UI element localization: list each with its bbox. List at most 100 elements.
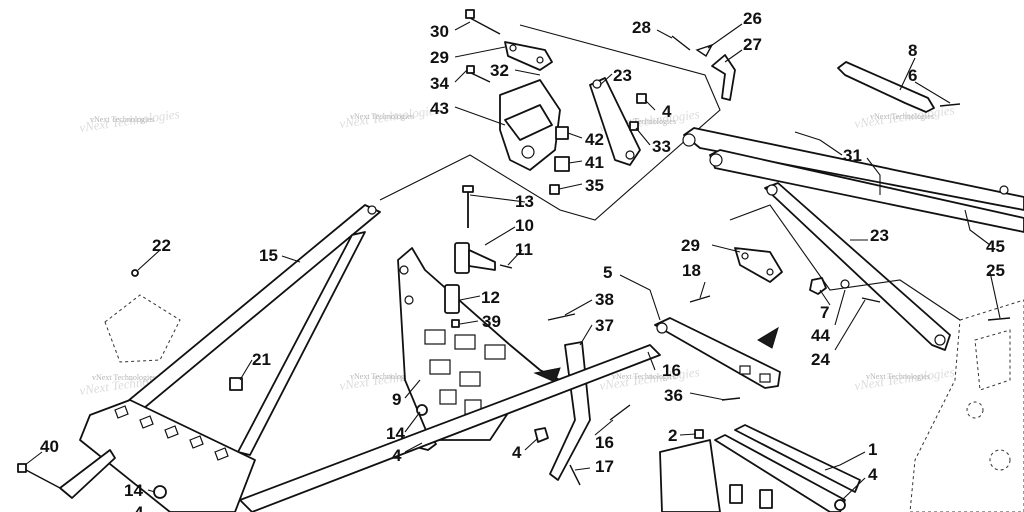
bracket-8 [837,61,935,113]
arm-hole [766,184,778,196]
bolt-25 [987,317,1011,321]
chassis-cutout [974,329,1011,391]
tie-rod-group [682,61,1024,351]
leader [599,73,613,86]
leader [711,244,741,253]
callout-8: 8 [908,41,917,60]
bolt-30-shank [469,17,501,35]
plate-hole [766,268,774,276]
chassis-hole [966,401,984,419]
plate-window [439,389,457,405]
group-outline [379,24,721,221]
callout-10: 10 [515,216,534,235]
bolt-34 [466,65,475,74]
callout-38: 38 [595,290,614,309]
rod-end [999,185,1009,195]
leader [647,351,656,371]
watermark-text: vNext Technologies [870,112,934,121]
plate-window [429,359,451,375]
callout-16b: 16 [595,433,614,452]
bolt-40 [17,463,27,473]
plate-hole [741,252,749,260]
callout-5: 5 [603,263,612,282]
watermark-text: vNext Technologies [350,372,414,381]
callouts: 30 29 32 34 43 28 26 27 23 4 42 33 41 35… [40,9,1005,512]
leader [454,106,506,126]
callout-35: 35 [585,176,604,195]
watermark-text: vNext Technologies [90,115,154,124]
leader [619,274,661,321]
rod-end [682,133,696,147]
leader [469,194,526,203]
bracket-bore [521,145,535,159]
callout-6: 6 [908,66,917,85]
front-frame [17,204,381,512]
crank-slot [739,365,751,375]
lower-gusset [79,399,256,512]
watermark-text: vNext Technologies [92,373,156,382]
callout-9: 9 [392,390,401,409]
nut-4-top [636,93,647,104]
arm-hole [625,150,635,160]
bushing-10 [454,242,470,274]
leader [239,359,253,381]
spacer-41 [554,156,570,172]
callout-30: 30 [430,22,449,41]
plate-hole [404,295,414,305]
nut-42 [555,126,569,140]
plate-hole [399,265,409,275]
bolt-34-shank [470,72,491,83]
leader [404,442,423,453]
leader [147,489,156,493]
callout-17: 17 [595,457,614,476]
leader-lines [24,21,1001,501]
gusset-hole [139,415,154,429]
leader [707,23,743,49]
leader [899,57,916,91]
leader [454,46,506,58]
leader [281,255,301,263]
bolt-24 [861,297,881,303]
leader [137,249,161,271]
callout-16: 16 [662,361,681,380]
callout-33: 33 [652,137,671,156]
leader [699,281,706,299]
callout-32: 32 [490,61,509,80]
plate-window [459,371,481,387]
callout-12: 12 [481,288,500,307]
callout-40: 40 [40,437,59,456]
chassis-right [909,299,1024,512]
bolt-18 [689,295,711,303]
bolt-40-shank [25,469,61,489]
plate-hole [509,44,517,52]
callout-31: 31 [843,146,862,165]
leader [644,99,656,111]
plate-window [424,329,446,345]
leader [459,320,479,325]
nut-4d [834,499,846,511]
tube-end [367,205,377,215]
leader [819,289,831,306]
leader [834,289,846,326]
bolt-11 [499,264,513,269]
callout-27: 27 [743,35,762,54]
callout-22: 22 [152,236,171,255]
leader [507,249,523,266]
clip-21 [229,377,243,391]
leader [964,209,991,246]
plate-window [484,344,506,360]
gusset-hole [214,447,229,461]
leader [724,49,743,63]
plate-tab [533,367,561,383]
gusset-hole [114,405,129,419]
callout-42: 42 [585,130,604,149]
watermark-text: vNext Technologies [866,372,930,381]
callout-41: 41 [585,153,604,172]
plate-window [454,334,476,350]
rail-1 [734,424,861,493]
arm-hole [592,79,602,89]
spacer-12 [444,284,460,314]
leader [914,81,951,104]
callout-29: 29 [430,48,449,67]
